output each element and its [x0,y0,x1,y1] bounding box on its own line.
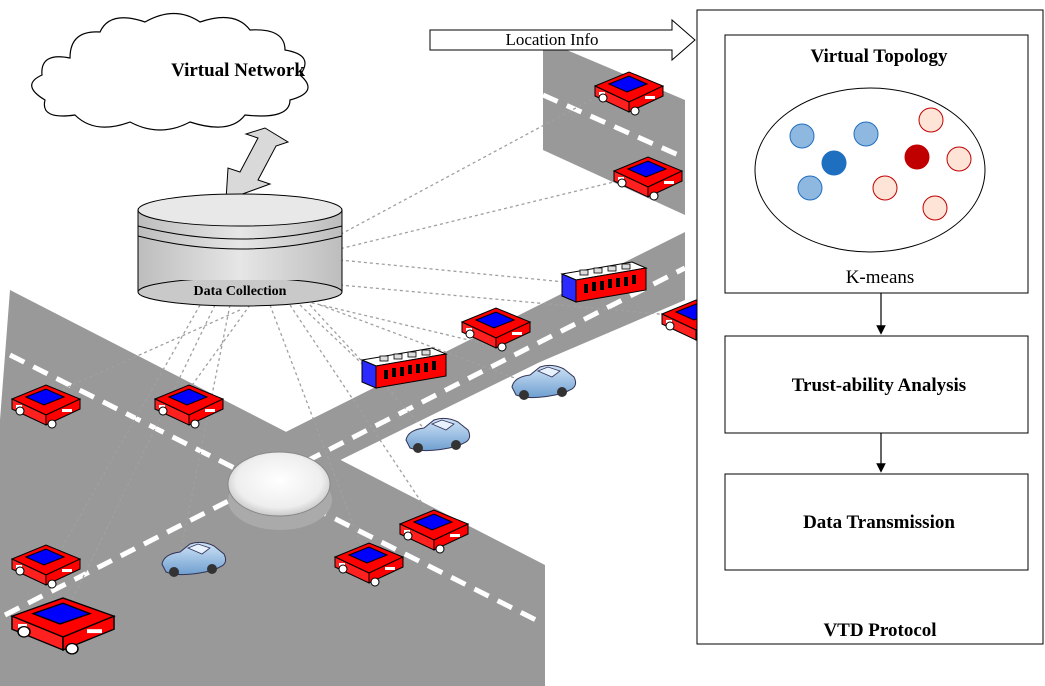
database-icon: Data Collection [137,193,343,307]
node-red [922,195,948,221]
node-blue-center [821,150,847,176]
database-label: Data Collection [194,284,287,299]
node-blue [853,121,879,147]
node-red [872,175,898,201]
trust-box [724,335,1029,434]
node-blue [789,123,815,149]
node-blue [797,175,823,201]
right-arrow-icon: Location Info [429,18,696,62]
cluster-nodes [789,107,972,221]
lane-mark-main [3,265,687,618]
protocol-panel: Virtual Topology K-means Trust-ability A… [696,9,1044,645]
cluster-ellipse [754,87,986,253]
node-red-center [904,144,930,170]
cloud-icon: Virtual Network [31,12,309,131]
double-arrow-icon [225,127,290,201]
transmission-label: Data Transmission [803,512,955,533]
topology-title: Virtual Topology [810,46,948,67]
road-network [0,40,687,686]
topology-caption: K-means [846,267,915,288]
trust-label: Trust-ability Analysis [792,375,966,396]
arrow-label: Location Info [506,30,599,49]
protocol-title: VTD Protocol [823,620,936,641]
transmission-box [724,473,1029,571]
node-red [918,107,944,133]
roundabout-icon [227,451,332,530]
node-red [946,146,972,172]
sedan-icon [405,417,471,454]
cloud-label: Virtual Network [171,60,305,81]
